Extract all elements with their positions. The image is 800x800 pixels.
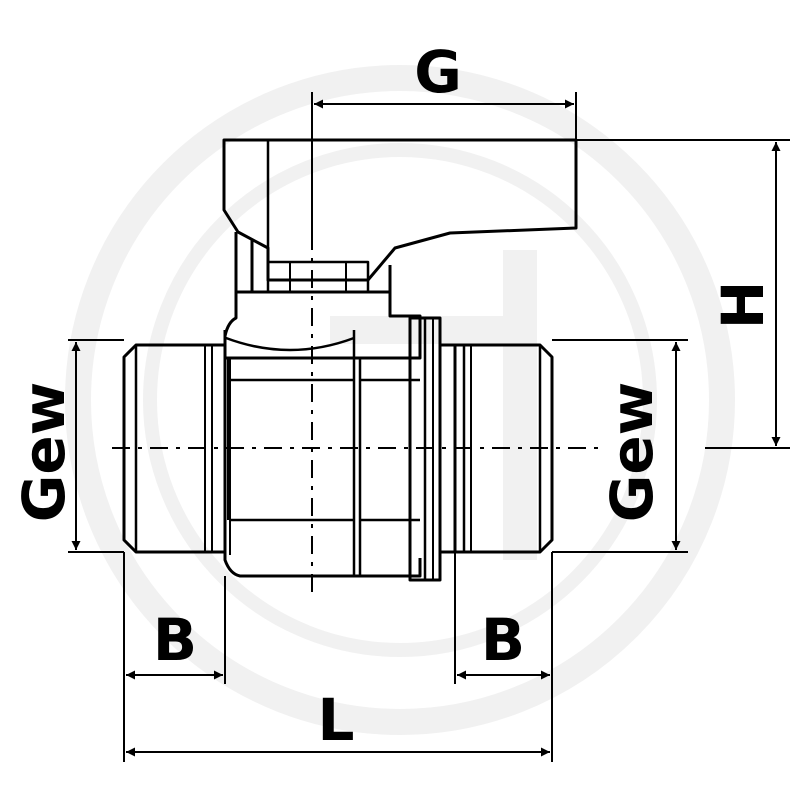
stem-nut bbox=[234, 232, 392, 294]
label-b-left: B bbox=[153, 606, 197, 674]
label-h: H bbox=[709, 281, 777, 330]
label-l: L bbox=[318, 686, 355, 754]
centerlines bbox=[112, 232, 600, 598]
body-dome bbox=[223, 292, 422, 360]
label-b-right: B bbox=[481, 606, 525, 674]
left-hex-body bbox=[223, 330, 422, 578]
label-gew-right: Gew bbox=[598, 382, 666, 523]
label-gew-left: Gew bbox=[10, 382, 78, 523]
dimension-lines bbox=[68, 92, 790, 762]
label-g: G bbox=[414, 38, 462, 106]
